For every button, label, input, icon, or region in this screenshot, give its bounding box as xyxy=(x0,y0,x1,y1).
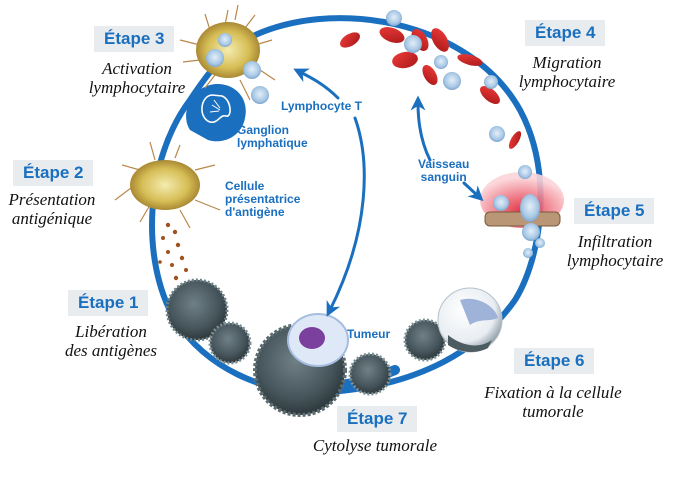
step-desc-5-line-1: Infiltration xyxy=(577,232,653,251)
red-blood-cell xyxy=(508,131,522,149)
label-ganglion-line-1: Ganglion xyxy=(237,123,289,137)
label-ganglion-line-2: lymphatique xyxy=(237,136,308,150)
step-desc-4: Migration lymphocytaire xyxy=(512,53,622,91)
step-desc-3-line-1: Activation xyxy=(102,59,172,78)
step-desc-4-line-1: Migration xyxy=(532,53,602,72)
step-badge-5: Étape 5 xyxy=(574,198,655,224)
step-badge-4: Étape 4 xyxy=(525,20,606,46)
step-desc-3: Activation lymphocytaire xyxy=(82,59,192,97)
step-desc-3-line-2: lymphocytaire xyxy=(88,78,186,97)
red-blood-cell xyxy=(340,32,360,48)
lymphocyte-cell xyxy=(535,238,545,248)
antigen-particles xyxy=(158,222,192,292)
lymphocyte-cell xyxy=(443,72,461,90)
label-lymphocyte-t: Lymphocyte T xyxy=(281,99,362,113)
migrating-lymphocyte xyxy=(520,194,540,222)
lymphocyte-cell xyxy=(518,165,532,179)
label-cellule-line-2: présentatrice xyxy=(225,192,301,206)
antigen-presenting-cell xyxy=(114,141,221,229)
step-desc-1: Libération des antigènes xyxy=(58,322,164,360)
arrow-vessel-to-infiltration xyxy=(462,181,484,202)
lymphocyte-cell xyxy=(434,55,448,69)
red-blood-cell xyxy=(379,27,405,43)
lymphocyte-cell xyxy=(489,126,505,142)
label-cellule-line-1: Cellule xyxy=(225,179,265,193)
label-cellule-line-3: d'antigène xyxy=(225,205,285,219)
cytolysis-cluster xyxy=(253,313,392,417)
lymphocyte-cell xyxy=(243,61,261,79)
label-vaisseau-line-2: sanguin xyxy=(420,170,467,184)
step-desc-1-line-2: des antigènes xyxy=(64,341,158,360)
lymphocyte-cell xyxy=(386,10,402,26)
lymphocyte-cell xyxy=(206,49,224,67)
step-badge-3: Étape 3 xyxy=(94,26,175,52)
step-desc-1-line-1: Libération xyxy=(75,322,147,341)
step-desc-7-line-1: Cytolyse tumorale xyxy=(312,436,438,455)
inner-arrows xyxy=(293,68,484,317)
step-desc-2: Présentation antigénique xyxy=(4,190,100,228)
step-badge-7: Étape 7 xyxy=(337,406,418,432)
red-blood-cell xyxy=(422,65,438,85)
label-cellule-presentatrice: Cellule présentatrice d'antigène xyxy=(225,180,300,219)
step-desc-2-line-2: antigénique xyxy=(11,209,93,228)
red-blood-cell xyxy=(431,28,449,52)
apc-body xyxy=(130,160,200,210)
red-blood-cell xyxy=(480,86,500,104)
arrow-lymphocyte-to-tumor xyxy=(326,116,366,317)
step-desc-5: Infiltration lymphocytaire xyxy=(562,232,668,270)
label-tumeur: Tumeur xyxy=(347,327,391,341)
migration-cells xyxy=(340,10,522,149)
tumor-cell xyxy=(208,321,252,365)
step-badge-2: Étape 2 xyxy=(13,160,94,186)
step-desc-7: Cytolyse tumorale xyxy=(310,436,440,455)
lymphocyte-cell xyxy=(522,223,540,241)
label-ganglion: Ganglion lymphatique xyxy=(237,124,308,150)
tumor-cells-step-1 xyxy=(165,278,252,365)
fixation-cluster xyxy=(403,287,503,362)
lymphocyte-cell xyxy=(493,195,509,211)
lymphocyte-cell xyxy=(484,75,498,89)
lymphocyte-cell xyxy=(251,86,269,104)
step-desc-2-line-1: Présentation xyxy=(8,190,96,209)
lymphocyte-nucleus xyxy=(299,327,325,349)
label-vaisseau-sanguin: Vaisseau sanguin xyxy=(418,158,469,184)
lymphocyte-cell xyxy=(218,33,232,47)
tumor-cell xyxy=(165,278,229,342)
step-desc-5-line-2: lymphocytaire xyxy=(566,251,664,270)
arrow-vessel-up xyxy=(410,95,432,162)
step-badge-6: Étape 6 xyxy=(514,348,595,374)
step-desc-6: Fixation à la cellule tumorale xyxy=(478,383,628,421)
arrow-lymphocyte-to-node xyxy=(293,68,340,100)
label-vaisseau-line-1: Vaisseau xyxy=(418,157,470,171)
infiltration-site xyxy=(480,165,564,258)
step-desc-6-line-1: Fixation à la cellule xyxy=(484,383,622,402)
red-blood-cell xyxy=(457,54,483,66)
step-desc-6-line-2: tumorale xyxy=(522,402,584,421)
step-desc-4-line-2: lymphocytaire xyxy=(518,72,616,91)
red-blood-cell xyxy=(392,51,418,69)
lymphocyte-cell xyxy=(404,35,422,53)
tumor-cell xyxy=(348,352,392,396)
activation-cell-cluster xyxy=(179,4,276,104)
lymphocyte-cell xyxy=(523,248,533,258)
lymph-node-icon xyxy=(186,84,246,142)
step-badge-1: Étape 1 xyxy=(68,290,149,316)
